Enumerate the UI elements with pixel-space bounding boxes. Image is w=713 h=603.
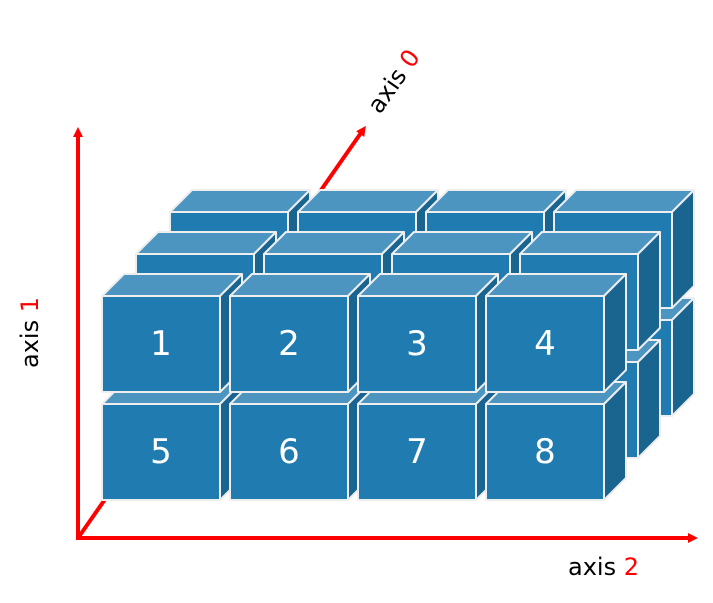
cube: 5 xyxy=(101,381,243,501)
axis-2-label: axis 2 xyxy=(568,553,639,581)
cube-top-face xyxy=(391,231,533,255)
cube-side-face xyxy=(671,297,695,417)
cube-front-face xyxy=(229,295,349,393)
cube: 7 xyxy=(357,381,499,501)
cube: 1 xyxy=(101,273,243,393)
cube-label: 1 xyxy=(150,324,172,364)
cube-front-face xyxy=(357,295,477,393)
cube-label: 3 xyxy=(406,324,428,364)
cube-top-face xyxy=(425,189,567,213)
cube-top-face xyxy=(169,189,311,213)
cube: 4 xyxy=(485,273,627,393)
cube-front-face xyxy=(101,403,221,501)
cube-front-face xyxy=(229,403,349,501)
cube-top-face xyxy=(229,273,371,297)
cube-label: 7 xyxy=(406,432,428,472)
cube: 2 xyxy=(229,273,371,393)
cube-front-face xyxy=(485,403,605,501)
cube-top-face xyxy=(553,189,695,213)
cube-front-face xyxy=(101,295,221,393)
cube-side-face xyxy=(637,339,661,459)
cube-label: 4 xyxy=(534,324,556,364)
cube-top-face xyxy=(357,273,499,297)
cube-grid: 5 6 7 8 1 2 3 4 xyxy=(101,189,695,501)
cube: 8 xyxy=(485,381,627,501)
cube-side-face xyxy=(603,381,627,501)
cube-label: 2 xyxy=(278,324,300,364)
cube-label: 8 xyxy=(534,432,556,472)
cube-top-face xyxy=(297,189,439,213)
cube-label: 6 xyxy=(278,432,300,472)
cube: 6 xyxy=(229,381,371,501)
cube-front-face xyxy=(357,403,477,501)
cube-top-face xyxy=(519,231,661,255)
cube-top-face xyxy=(485,273,627,297)
axis-1-label: axis 1 xyxy=(16,297,44,368)
cube-label: 5 xyxy=(150,432,172,472)
axis-0-label: axis 0 xyxy=(362,44,426,118)
cube-top-face xyxy=(135,231,277,255)
cube-front-face xyxy=(485,295,605,393)
cube-side-face xyxy=(603,273,627,393)
cube: 3 xyxy=(357,273,499,393)
cube-top-face xyxy=(101,273,243,297)
cube-side-face xyxy=(637,231,661,351)
cube-side-face xyxy=(671,189,695,309)
cube-top-face xyxy=(263,231,405,255)
